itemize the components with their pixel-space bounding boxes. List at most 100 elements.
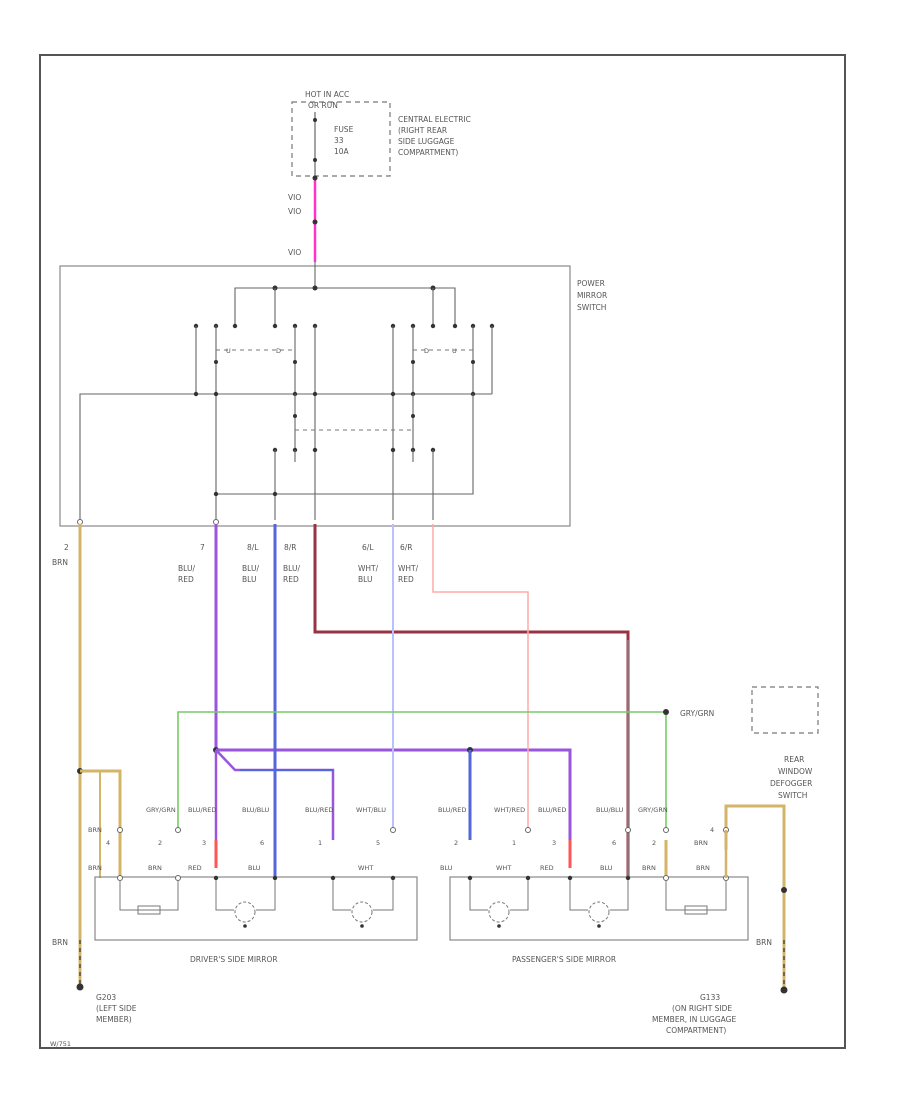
drivers-pins: 4 2 3 6 1 5 xyxy=(106,839,380,847)
p-upper-1: WHT/RED xyxy=(494,806,525,814)
color-8lb: BLU xyxy=(242,575,256,584)
ground-right-1: G133 xyxy=(700,993,720,1002)
p-lower-1: WHT xyxy=(496,864,511,872)
p-upper-0: BLU/RED xyxy=(438,806,466,814)
color-6la: WHT/ xyxy=(358,564,379,573)
vio-feed-wire: VIO VIO VIO xyxy=(288,175,318,262)
drivers-side-mirror: BRN GRY/GRN BLU/RED BLU/BLU BLU/RED WHT/… xyxy=(88,806,418,964)
contact-d-right: D xyxy=(424,347,429,355)
d-lower-0: BRN xyxy=(88,864,102,872)
fuse-location-3: SIDE LUGGAGE xyxy=(398,137,455,146)
passengers-pins: 2 1 3 6 2 4 xyxy=(454,826,714,847)
contact-u-left: U xyxy=(226,347,231,355)
p-upper-2: BLU/RED xyxy=(538,806,566,814)
color-7a: BLU/ xyxy=(178,564,195,573)
defogger-2: WINDOW xyxy=(778,767,813,776)
vio-label-2: VIO xyxy=(288,207,301,216)
ground-right-2: (ON RIGHT SIDE xyxy=(672,1004,732,1013)
color-6rb: RED xyxy=(398,575,414,584)
p-upper-5: BRN xyxy=(694,839,708,847)
pin-2: 2 xyxy=(64,543,69,552)
p-lower-4: BRN xyxy=(642,864,656,872)
fuse-label: FUSE xyxy=(334,125,354,134)
d-pin-1: 2 xyxy=(158,839,162,847)
passengers-lower-colors: BLU WHT RED BLU BRN BRN xyxy=(440,864,710,872)
d-pin-4: 1 xyxy=(318,839,322,847)
defogger-4: SWITCH xyxy=(778,791,807,800)
p-pin-1: 1 xyxy=(512,839,516,847)
p-lower-3: BLU xyxy=(600,864,613,872)
wires: GRY/GRN BRN BRN xyxy=(52,524,787,990)
brn-right-label: BRN xyxy=(756,938,772,947)
p-lower-5: BRN xyxy=(696,864,710,872)
fuse-amps: 10A xyxy=(334,147,350,156)
defogger-1: REAR xyxy=(784,755,804,764)
p-upper-4: GRY/GRN xyxy=(638,806,668,814)
brn-label: BRN xyxy=(52,558,68,567)
p-lower-0: BLU xyxy=(440,864,453,872)
d-pin-5: 5 xyxy=(376,839,380,847)
p-upper-3: BLU/BLU xyxy=(596,806,623,814)
p-pin-5: 4 xyxy=(710,826,714,834)
d-pin-0: 4 xyxy=(106,839,110,847)
color-7b: RED xyxy=(178,575,194,584)
d-pin-2: 3 xyxy=(202,839,206,847)
switch-title-1: POWER xyxy=(577,279,605,288)
drivers-mirror-title: DRIVER'S SIDE MIRROR xyxy=(190,955,278,964)
d-upper-1: GRY/GRN xyxy=(146,806,176,814)
pin-6l: 6/L xyxy=(362,543,374,552)
ground-left: G203 (LEFT SIDE MEMBER) xyxy=(76,983,137,1024)
fuse-number: 33 xyxy=(334,136,344,145)
d-lower-2: RED xyxy=(188,864,202,872)
p-pin-0: 2 xyxy=(454,839,458,847)
d-upper-0: BRN xyxy=(88,826,102,834)
d-upper-3: BLU/BLU xyxy=(242,806,269,814)
ground-left-2: (LEFT SIDE xyxy=(96,1004,137,1013)
passengers-mirror-title: PASSENGER'S SIDE MIRROR xyxy=(512,955,616,964)
p-pin-4: 2 xyxy=(652,839,656,847)
p-lower-2: RED xyxy=(540,864,554,872)
contact-u-right: U xyxy=(452,347,457,355)
defogger-3: DEFOGGER xyxy=(770,779,812,788)
switch-terminals-top xyxy=(193,323,495,329)
brn-left-label: BRN xyxy=(52,938,68,947)
color-6ra: WHT/ xyxy=(398,564,419,573)
harness-labels: 2 BRN 7 BLU/ RED 8/L BLU/ BLU 8/R BLU/ R… xyxy=(52,543,419,584)
p-pin-3: 6 xyxy=(612,839,616,847)
color-8la: BLU/ xyxy=(242,564,259,573)
drivers-upper-colors: BRN GRY/GRN BLU/RED BLU/BLU BLU/RED WHT/… xyxy=(88,806,386,834)
vio-label-1: VIO xyxy=(288,193,301,202)
d-lower-4: WHT xyxy=(358,864,373,872)
ground-right: G133 (ON RIGHT SIDE MEMBER, IN LUGGAGE C… xyxy=(652,986,788,1035)
fuse-header: HOT IN ACC xyxy=(305,90,349,99)
p-pin-2: 3 xyxy=(552,839,556,847)
pin-6r: 6/R xyxy=(400,543,413,552)
fuse-header-2: OR RUN xyxy=(308,101,338,110)
gry-grn-label: GRY/GRN xyxy=(680,709,714,718)
fuse-location-4: COMPARTMENT) xyxy=(398,148,458,157)
color-8ra: BLU/ xyxy=(283,564,300,573)
d-lower-3: BLU xyxy=(248,864,261,872)
fuse-location-2: (RIGHT REAR xyxy=(398,126,447,135)
d-upper-5: WHT/BLU xyxy=(356,806,386,814)
ground-left-1: G203 xyxy=(96,993,116,1002)
passengers-upper-colors: BLU/RED WHT/RED BLU/RED BLU/BLU GRY/GRN … xyxy=(438,806,708,847)
pin-8l: 8/L xyxy=(247,543,259,552)
ground-right-4: COMPARTMENT) xyxy=(666,1026,726,1035)
power-mirror-switch: POWER MIRROR SWITCH U D xyxy=(59,262,607,527)
diagram-frame xyxy=(39,54,846,1049)
drivers-lower-colors: BRN BRN RED BLU WHT xyxy=(88,864,373,872)
color-8rb: RED xyxy=(283,575,299,584)
page-code: W/751 xyxy=(50,1040,71,1048)
d-pin-3: 6 xyxy=(260,839,264,847)
ground-right-3: MEMBER, IN LUGGAGE xyxy=(652,1015,736,1024)
d-upper-4: BLU/RED xyxy=(305,806,333,814)
passengers-side-mirror: BLU/RED WHT/RED BLU/RED BLU/BLU GRY/GRN … xyxy=(438,806,749,964)
rear-defogger-switch: REAR WINDOW DEFOGGER SWITCH xyxy=(751,686,819,800)
contact-d-left: D xyxy=(276,347,281,355)
switch-title-3: SWITCH xyxy=(577,303,606,312)
vio-label-3: VIO xyxy=(288,248,301,257)
switch-title-2: MIRROR xyxy=(577,291,607,300)
pin-7: 7 xyxy=(200,543,205,552)
